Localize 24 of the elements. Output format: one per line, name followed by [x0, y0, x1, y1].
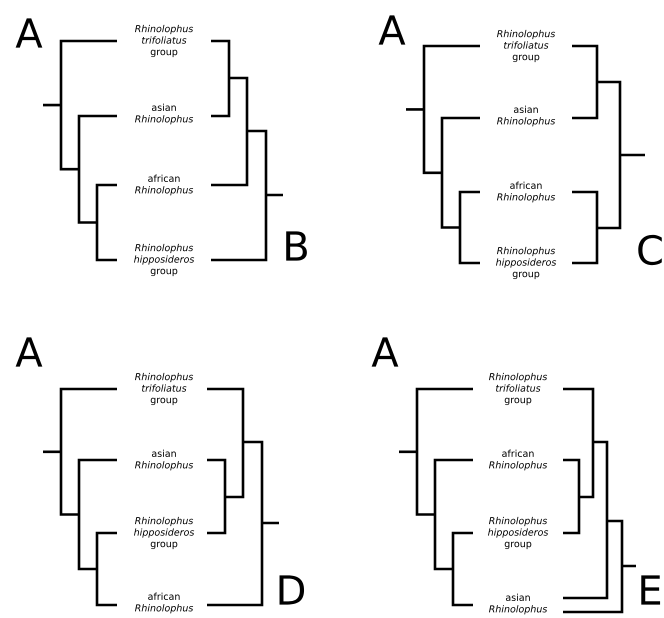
taxon-label: Rhinolophus hipposideros group	[134, 516, 194, 550]
taxon-label: Rhinolophus hipposideros group	[496, 246, 556, 280]
taxon-label: asian Rhinolophus	[134, 104, 194, 124]
taxon-label: african Rhinolophus	[134, 174, 194, 196]
taxon-label: Rhinolophus hipposideros group	[134, 244, 194, 276]
panel-letter: D	[280, 575, 304, 605]
panel-letter: A	[16, 337, 42, 367]
panel-letter: C	[638, 234, 662, 266]
panel-letter: B	[286, 231, 307, 261]
taxon-label: Rhinolophus hipposideros group	[488, 516, 548, 550]
taxon-label: african Rhinolophus	[134, 592, 194, 614]
taxon-label: Rhinolophus trifoliatus group	[134, 24, 194, 58]
taxon-label: Rhinolophus trifoliatus group	[496, 30, 556, 62]
panel-letter: A	[16, 18, 42, 48]
panel-letter: A	[378, 15, 406, 45]
taxon-label: african Rhinolophus	[496, 182, 556, 202]
taxon-label: asian Rhinolophus	[488, 594, 548, 614]
taxon-label: Rhinolophus trifoliatus group	[134, 372, 194, 406]
taxon-label: asian Rhinolophus	[134, 450, 194, 470]
taxon-label: Rhinolophus trifoliatus group	[488, 372, 548, 406]
panel-letter: A	[372, 337, 398, 367]
taxon-label: asian Rhinolophus	[496, 106, 556, 126]
taxon-label: african Rhinolophus	[488, 450, 548, 470]
panel-letter: E	[641, 575, 660, 605]
